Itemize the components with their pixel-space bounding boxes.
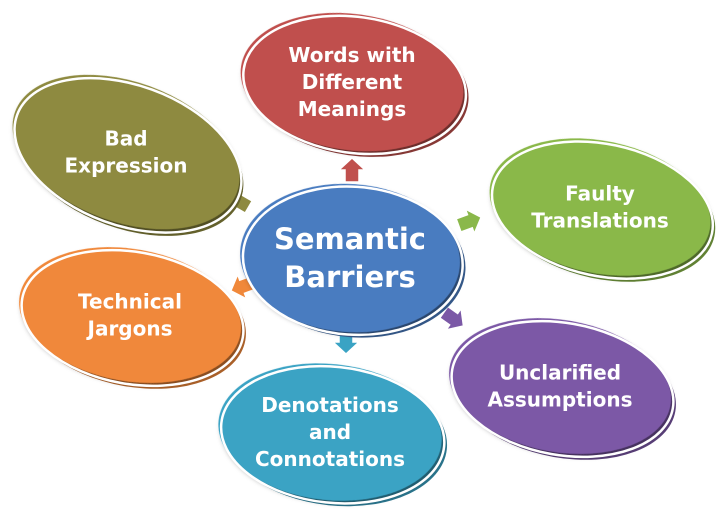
node-bad-expression (12, 74, 244, 236)
node-words-with-different-meanings-label-line: Meanings (298, 97, 407, 121)
arrow-to-words-with-different-meanings-shape (337, 156, 367, 183)
node-unclarified-assumptions-label-line: Unclarified (499, 361, 621, 385)
node-words-with-different-meanings-label-line: Different (302, 70, 403, 94)
arrow-to-faulty-translations-shape (455, 207, 483, 236)
center-node-semantic-barriers-shape (240, 183, 460, 333)
node-denotations-and-connotations-label-line: Denotations (261, 393, 399, 417)
arrow-to-unclarified-assumptions-shape (438, 305, 465, 331)
node-faulty-translations (489, 138, 716, 282)
arrow-to-words-with-different-meanings (337, 156, 367, 183)
node-unclarified-assumptions-rim (450, 319, 675, 459)
node-words-with-different-meanings-rim (242, 14, 468, 156)
center-node-semantic-barriers-label-line: Barriers (284, 260, 415, 294)
node-bad-expression-shape (12, 74, 240, 230)
node-unclarified-assumptions (449, 318, 676, 460)
node-denotations-and-connotations (218, 363, 448, 507)
center-node-semantic-barriers (240, 183, 466, 338)
node-technical-jargons (19, 247, 246, 389)
node-faulty-translations-shape (489, 138, 711, 276)
node-words-with-different-meanings (240, 12, 469, 157)
node-bad-expression-rim (13, 76, 243, 234)
node-words-with-different-meanings-label-line: Words with (288, 43, 415, 67)
node-words-with-different-meanings-shape (240, 12, 464, 152)
node-faulty-translations-label-line: Faulty (565, 182, 635, 206)
node-technical-jargons-rim (20, 248, 245, 388)
arrow-to-unclarified-assumptions (438, 305, 465, 331)
arrow-to-faulty-translations (455, 207, 483, 236)
center-node-semantic-barriers-label-line: Semantic (274, 222, 426, 256)
node-unclarified-assumptions-shape (449, 318, 671, 454)
node-unclarified-assumptions-label-line: Assumptions (488, 388, 633, 412)
node-faulty-translations-label-line: Translations (531, 209, 669, 233)
node-technical-jargons-label-line: Technical (78, 290, 182, 314)
node-denotations-and-connotations-label-line: Connotations (255, 447, 405, 471)
node-faulty-translations-rim (490, 140, 715, 280)
node-denotations-and-connotations-rim (219, 364, 446, 505)
node-technical-jargons-shape (19, 247, 241, 383)
node-bad-expression-label-line: Expression (65, 154, 188, 178)
center-node-semantic-barriers-rim (241, 185, 464, 337)
node-denotations-and-connotations-shape (218, 363, 442, 501)
node-bad-expression-label-line: Bad (104, 127, 147, 151)
node-denotations-and-connotations-label-line: and (309, 420, 351, 444)
node-technical-jargons-label-line: Jargons (86, 317, 173, 341)
